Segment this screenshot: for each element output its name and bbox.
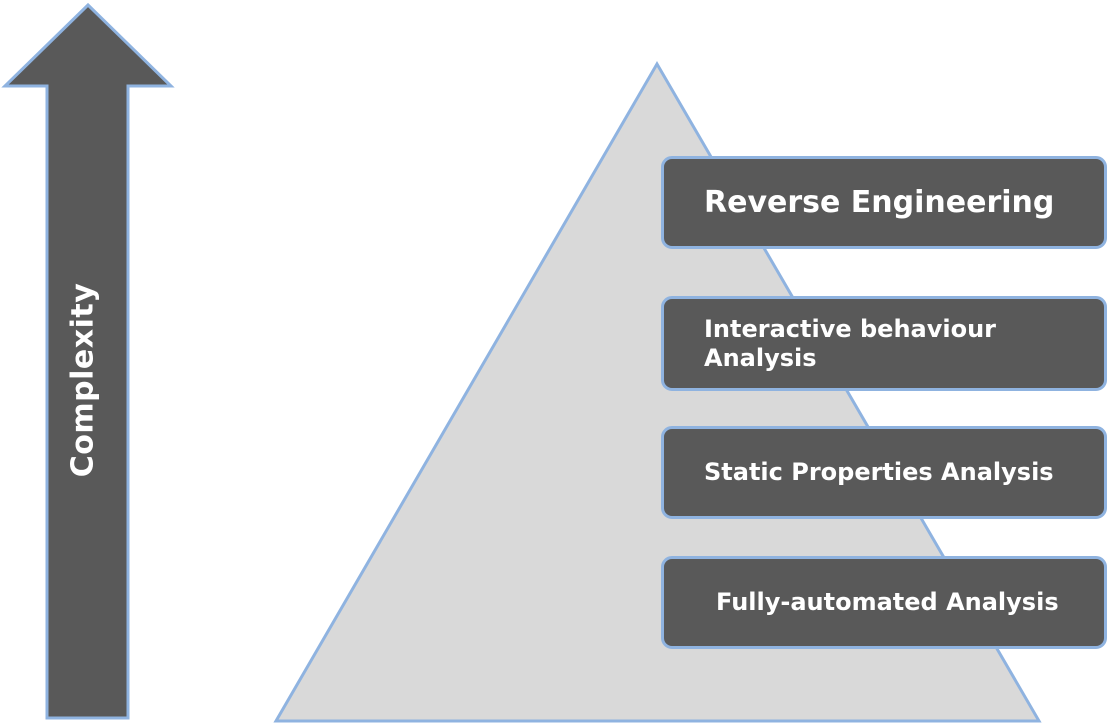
level-static-properties-analysis: Static Properties Analysis [661,426,1107,519]
level-label: Static Properties Analysis [704,458,1054,487]
level-reverse-engineering: Reverse Engineering [661,156,1107,249]
level-label: Reverse Engineering [704,184,1055,220]
complexity-arrow [1,2,175,720]
level-label: Fully-automated Analysis [716,588,1059,617]
level-label: Interactive behaviour Analysis [704,314,997,372]
level-fully-automated-analysis: Fully-automated Analysis [661,556,1107,649]
complexity-axis-label: Complexity [65,282,101,478]
level-interactive-behaviour-analysis: Interactive behaviour Analysis [661,296,1107,391]
